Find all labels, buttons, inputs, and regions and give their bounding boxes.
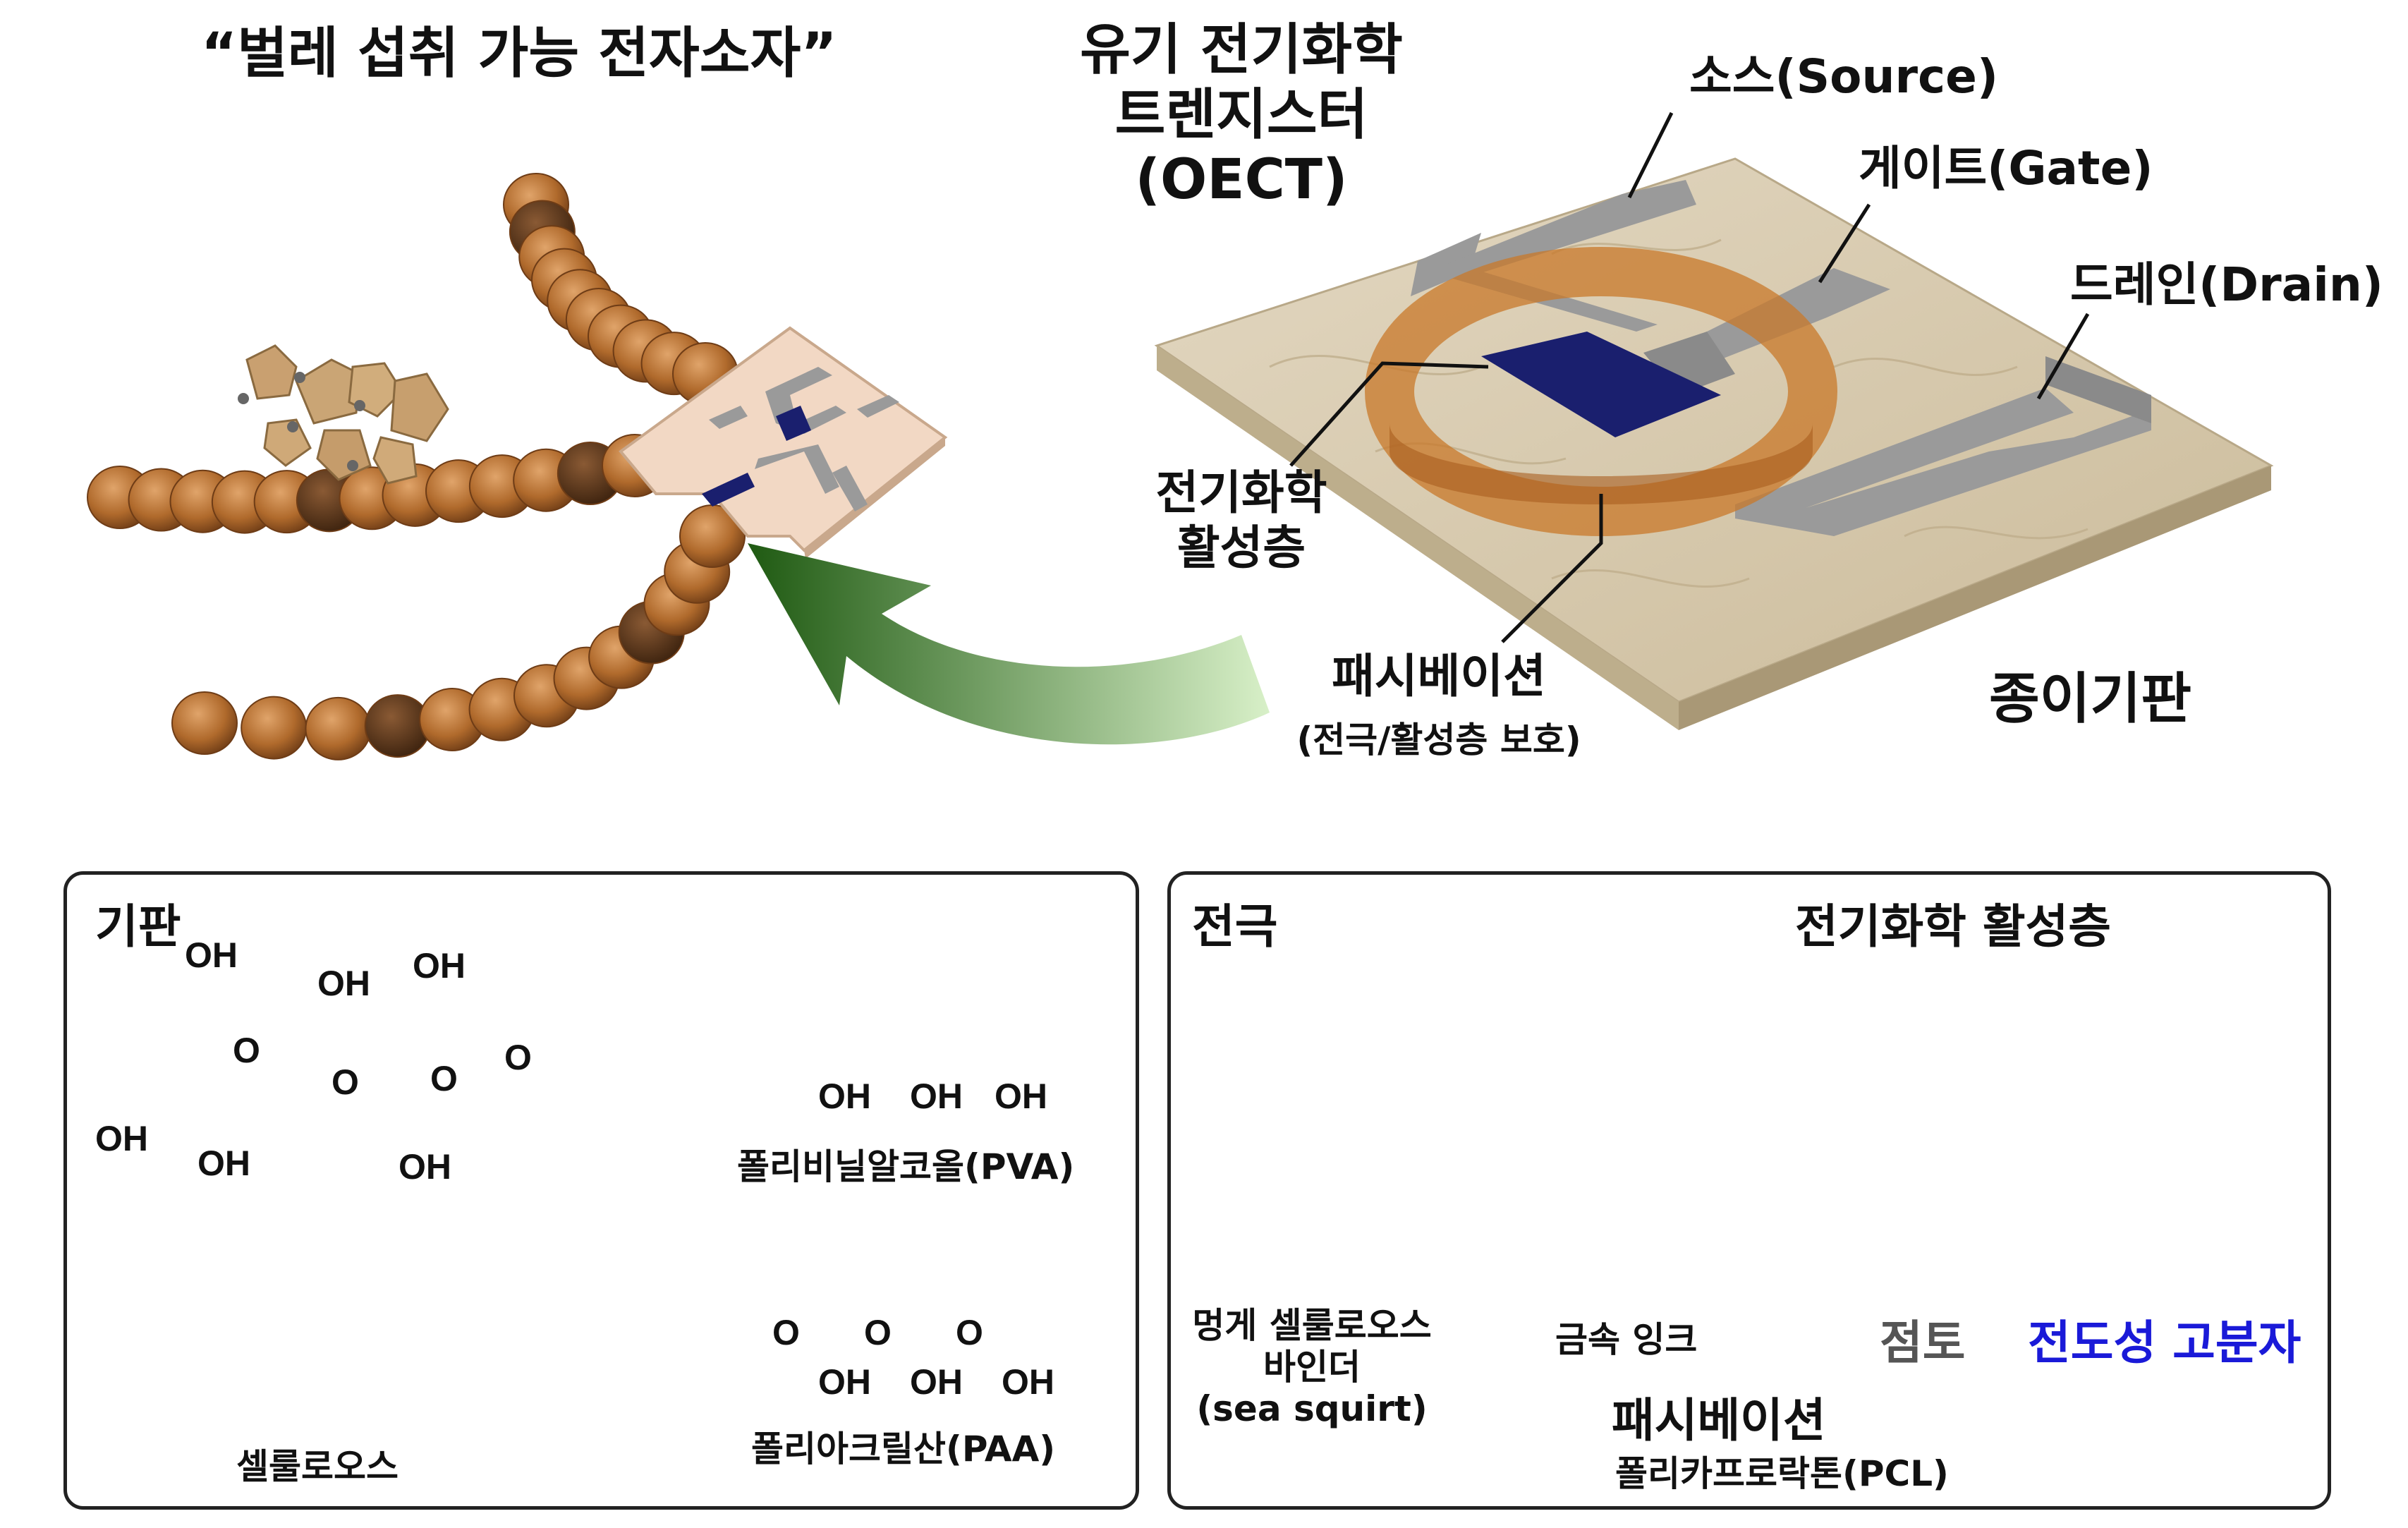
clay-label: 점토 bbox=[1880, 1316, 1966, 1370]
food-particles bbox=[238, 344, 449, 485]
oh-label: OH bbox=[317, 964, 370, 1003]
oh-label: OH bbox=[910, 1362, 963, 1402]
oect-title-line: 유기 전기화학 bbox=[1080, 18, 1403, 82]
mealworm-illustration bbox=[87, 173, 746, 760]
o-label: O bbox=[332, 1062, 359, 1102]
oh-label: OH bbox=[995, 1077, 1047, 1116]
oect-title-line: (OECT) bbox=[1135, 148, 1348, 212]
binder-label-line: (sea squirt) bbox=[1196, 1388, 1428, 1429]
electrode-panel-title: 전극 bbox=[1192, 899, 1278, 954]
oh-label: OH bbox=[910, 1077, 963, 1116]
o-label: O bbox=[233, 1031, 260, 1070]
oh-label: OH bbox=[399, 1147, 451, 1187]
cellulose-label: 셀룰로오스 bbox=[236, 1446, 399, 1487]
worm-segment bbox=[241, 696, 308, 760]
paper-substrate-label: 종이기판 bbox=[1989, 667, 2192, 731]
active-layer-label-line: 활성층 bbox=[1176, 520, 1306, 575]
gate-label: 게이트(Gate) bbox=[1859, 141, 2153, 195]
active-layer-label-line: 전기화학 bbox=[1155, 466, 1327, 520]
o-label: O bbox=[504, 1038, 532, 1077]
oect-device bbox=[1154, 157, 2274, 730]
oh-label: OH bbox=[197, 1144, 250, 1183]
active-layer-label: 전기화학 활성층 bbox=[1107, 466, 1375, 576]
drain-label: 드레인(Drain) bbox=[2070, 257, 2383, 312]
o-label: O bbox=[430, 1059, 458, 1098]
oh-label: OH bbox=[185, 935, 238, 975]
paa-name: 폴리아크릴산(PAA) bbox=[751, 1429, 1056, 1469]
binder-label: 멍게 셀룰로오스 바인더 (sea squirt) bbox=[1171, 1305, 1453, 1430]
electrode-panel bbox=[1167, 871, 2331, 1510]
pcl-label: 폴리카프로락톤(PCL) bbox=[1615, 1453, 1949, 1494]
passivation-title: 패시베이션 bbox=[1612, 1393, 1826, 1448]
oh-label: OH bbox=[818, 1077, 871, 1116]
leader-lines bbox=[1289, 111, 2090, 643]
binder-label-line: 멍게 셀룰로오스 bbox=[1192, 1305, 1432, 1346]
ingestion-arrow bbox=[748, 543, 1270, 745]
worm-segment bbox=[171, 691, 238, 755]
pva-name: 폴리비닐알코올(PVA) bbox=[737, 1146, 1075, 1187]
active-layer-title: 전기화학 활성층 bbox=[1795, 899, 2112, 954]
o-label: O bbox=[864, 1313, 892, 1352]
source-label: 소스(Source) bbox=[1689, 49, 1999, 104]
worm-segment bbox=[305, 696, 372, 760]
oh-label: OH bbox=[413, 946, 466, 986]
oect-title-line: 트렌지스터 bbox=[1114, 83, 1368, 147]
substrate-panel-title: 기판 bbox=[95, 899, 181, 954]
o-label: O bbox=[956, 1313, 983, 1352]
substrate-panel bbox=[63, 871, 1139, 1510]
oh-label: OH bbox=[1002, 1362, 1054, 1402]
passivation-sublabel: (전극/활성층 보호) bbox=[1296, 720, 1581, 760]
edible-device-title: “벌레 섭취 가능 전자소자” bbox=[201, 22, 837, 85]
passivation-label: 패시베이션 bbox=[1332, 649, 1546, 703]
oect-title: 유기 전기화학 트렌지스터 (OECT) bbox=[1044, 18, 1439, 212]
metal-ink-label: 금속 잉크 bbox=[1555, 1319, 1698, 1360]
oh-label: OH bbox=[95, 1119, 148, 1158]
oh-label: OH bbox=[818, 1362, 871, 1402]
o-label: O bbox=[772, 1313, 800, 1352]
binder-label-line: 바인더 bbox=[1263, 1347, 1361, 1388]
edible-device bbox=[619, 326, 948, 559]
conductive-polymer-label: 전도성 고분자 bbox=[2028, 1316, 2301, 1370]
